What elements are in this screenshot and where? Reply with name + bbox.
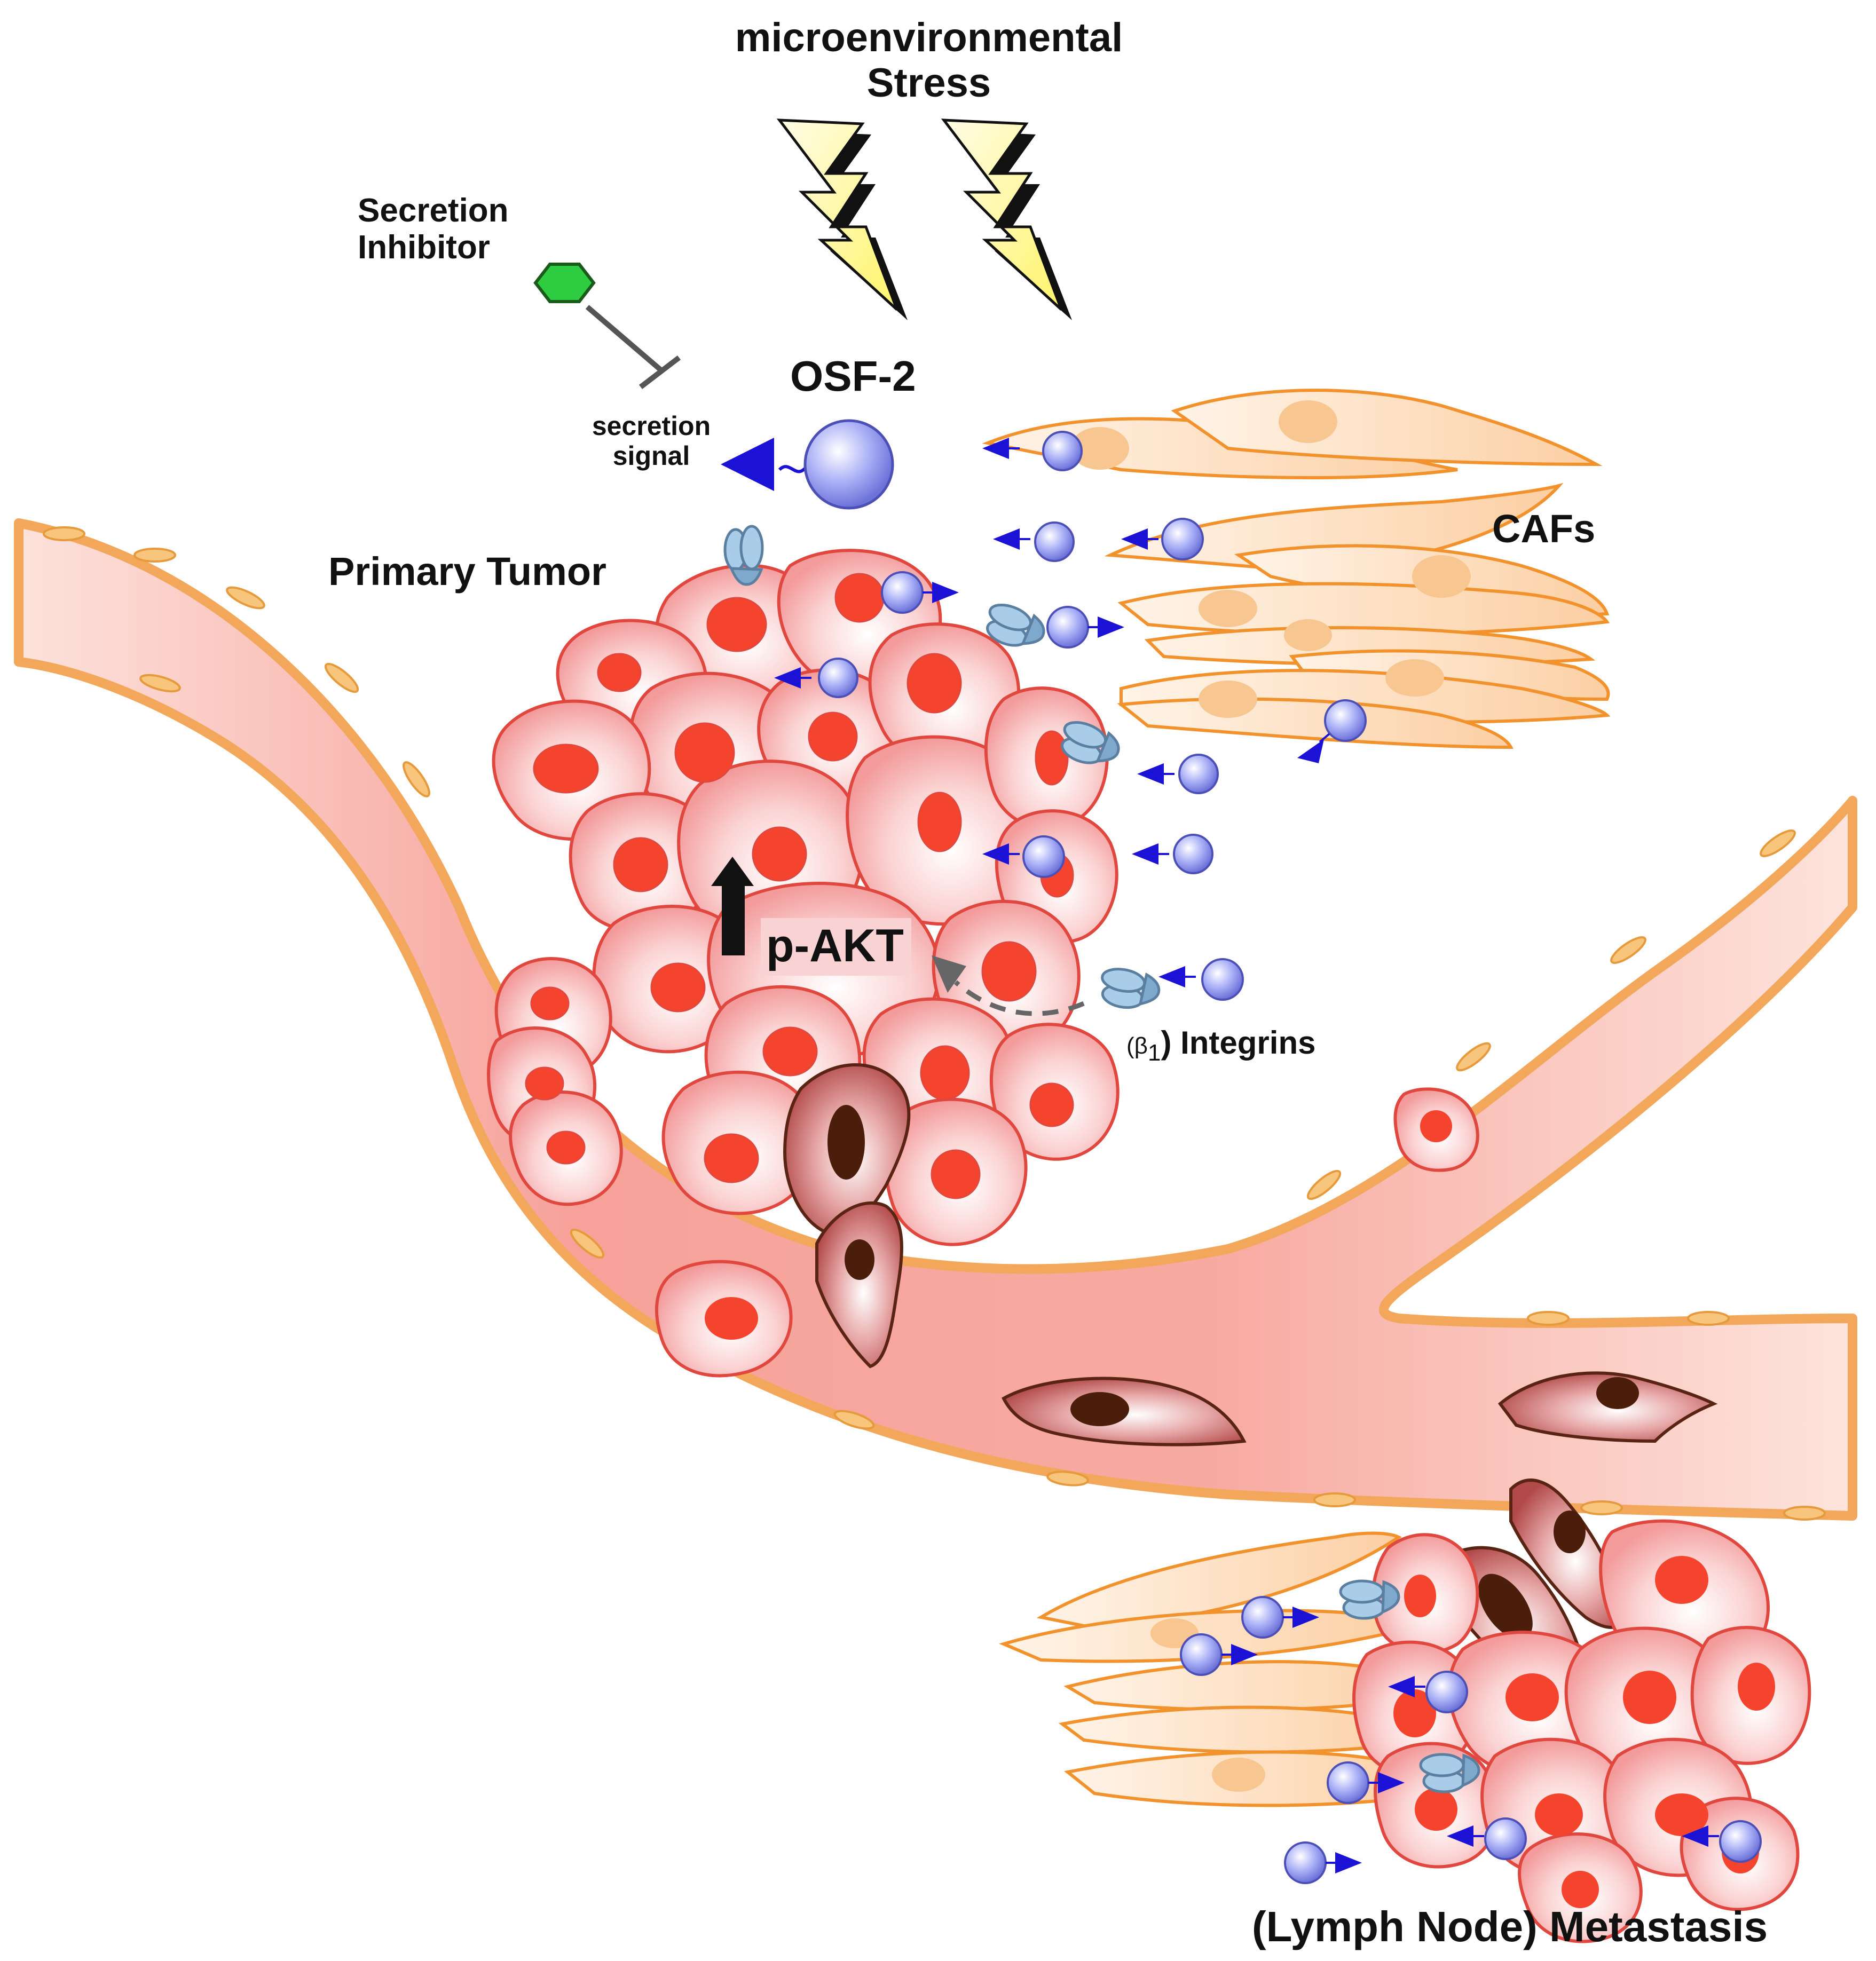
integrin-receptor [1339, 1579, 1400, 1620]
tumor-nucleus [705, 1297, 758, 1340]
caf-cell [1036, 1531, 1402, 1630]
osf2-label: OSF-2 [790, 352, 916, 400]
integrin-receptor [1419, 1753, 1480, 1793]
metastasis-label: (Lymph Node) Metastasis [1252, 1903, 1768, 1950]
osf2-molecule [1137, 754, 1219, 794]
secretion-signal-arrow [721, 438, 774, 491]
osf2-molecule [1132, 834, 1213, 874]
up-arrow-icon [711, 857, 754, 955]
primary-tumor-label: Primary Tumor [328, 549, 606, 594]
hexagon-icon [533, 263, 596, 303]
vessel-lumen [14, 518, 1857, 1521]
invading-cell [815, 1201, 903, 1369]
tumor-nucleus [1420, 1110, 1452, 1142]
circulating-tumor-cells [655, 1087, 1479, 1378]
osf2-molecule [1682, 1820, 1762, 1863]
osf2-molecule [1180, 1633, 1258, 1676]
osf2-protein [721, 419, 894, 510]
lightning-bolt-icon [776, 118, 908, 320]
integrins-prefix: (β [1126, 1033, 1148, 1059]
osf2-molecules [774, 431, 1762, 1884]
integrins-suffix: ) Integrins [1161, 1025, 1316, 1061]
lightning-bolt-icon [941, 118, 1072, 320]
osf2-molecule [1046, 606, 1124, 649]
inhibition-line [585, 305, 664, 373]
integrin-receptor [723, 525, 764, 586]
cafs-label: CAFs [1492, 507, 1596, 551]
osf2-molecule [1241, 1596, 1319, 1639]
p-akt-label: p-AKT [761, 918, 911, 976]
invading-cells [783, 1063, 1718, 1696]
osf2-molecule [982, 835, 1065, 878]
osf2-molecule [1388, 1671, 1468, 1713]
integrins [723, 525, 1480, 1793]
integrin-receptor [1101, 968, 1161, 1009]
osf2-molecule [1158, 958, 1244, 1001]
osf2-molecule [1284, 1841, 1362, 1884]
invading-cell [1497, 1371, 1718, 1443]
inhibition-bar [639, 355, 681, 389]
stress-label: microenvironmental Stress [735, 15, 1123, 106]
osf2-molecule [982, 431, 1083, 471]
caf-cell [1171, 389, 1603, 466]
osf2-sphere [803, 419, 894, 510]
secretion-signal-label: secretion signal [592, 411, 711, 471]
secretion-inhibitor [533, 263, 681, 389]
integrin-receptor [986, 603, 1045, 647]
osf2-molecule [1121, 518, 1204, 560]
vessel [14, 518, 1857, 1521]
osf2-molecule [1297, 699, 1367, 763]
cafs-primary [982, 389, 1611, 749]
osf2-molecule [1327, 1761, 1405, 1804]
osf2-molecule [1447, 1817, 1527, 1860]
endothelium-nuclei [43, 526, 1826, 1521]
tumor-nuclei [525, 573, 1074, 1199]
osf2-molecule [881, 571, 959, 614]
signaling-arrow [932, 955, 1085, 1016]
integrins-label: (β1) Integrins [1126, 1025, 1315, 1066]
osf2-molecule [993, 521, 1075, 562]
integrins-subscript: 1 [1147, 1040, 1161, 1066]
secretion-inhibitor-label: Secretion Inhibitor [358, 192, 509, 266]
integrin-receptor [1061, 721, 1120, 764]
caf-cell [1104, 483, 1564, 573]
osf2-molecule [774, 658, 858, 698]
